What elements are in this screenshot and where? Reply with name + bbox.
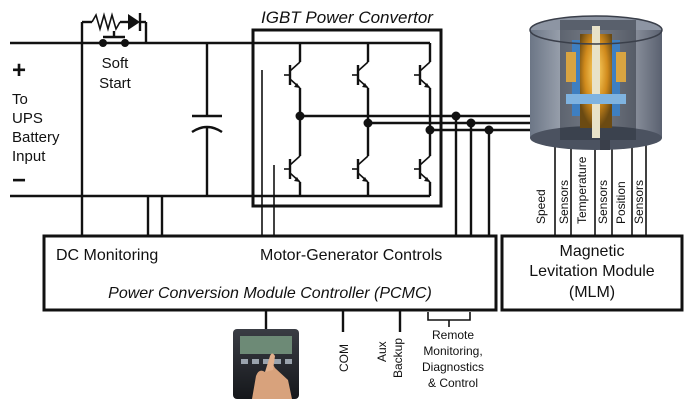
battery-label-4: Input — [12, 148, 46, 165]
battery-plus: + — [12, 57, 26, 84]
switch-symbol — [99, 31, 129, 47]
sensor-label-sensors-2: Sensors — [596, 180, 610, 224]
dc-monitoring-label: DC Monitoring — [56, 247, 158, 264]
backup-label: Backup — [391, 338, 405, 378]
keypad-display-photo — [233, 329, 299, 399]
igbt-transistor-symbol — [284, 61, 301, 89]
battery-label-1: To — [12, 91, 28, 108]
aux-label: Aux — [375, 341, 389, 362]
igbt-transistor-symbol — [284, 155, 301, 183]
remote-label-3: Diagnostics — [422, 360, 484, 374]
soft-start-label-1: Soft — [102, 55, 130, 72]
flywheel-cutaway-photo — [529, 15, 663, 150]
igbt-convertor-box — [251, 28, 443, 208]
igbt-leg — [284, 43, 305, 196]
soft-start-label-2: Start — [99, 75, 132, 92]
sensor-label-temperature: Temperature — [575, 156, 589, 224]
igbt-title: IGBT Power Convertor — [261, 8, 434, 27]
mlm-line-1: Magnetic — [560, 243, 625, 260]
battery-label-3: Battery — [12, 129, 60, 146]
motor-controls-label: Motor-Generator Controls — [260, 247, 442, 264]
remote-label-1: Remote — [432, 328, 474, 342]
remote-label-2: Monitoring, — [423, 344, 482, 358]
battery-minus: − — [12, 167, 26, 194]
remote-label-4: & Control — [428, 376, 478, 390]
diode-symbol — [128, 14, 140, 30]
sensor-label-speed: Speed — [534, 189, 548, 224]
mlm-box — [500, 234, 684, 312]
igbt-transistor-symbol — [414, 155, 431, 183]
mlm-line-3: (MLM) — [569, 284, 615, 301]
com-label: COM — [337, 344, 351, 372]
capacitor-symbol — [191, 43, 223, 196]
sensor-label-position: Position — [614, 181, 628, 224]
sensor-label-sensors-1: Sensors — [557, 180, 571, 224]
battery-label-2: UPS — [12, 110, 43, 127]
mlm-line-2: Levitation Module — [529, 263, 655, 280]
igbt-transistor-symbol — [352, 61, 369, 89]
pcmc-box — [42, 234, 498, 312]
sensor-label-sensors-3: Sensors — [632, 180, 646, 224]
pcmc-title: Power Conversion Module Controller (PCMC… — [108, 285, 432, 302]
igbt-transistor-symbol — [414, 61, 431, 89]
igbt-transistor-symbol — [352, 155, 369, 183]
resistor-symbol — [91, 12, 121, 32]
